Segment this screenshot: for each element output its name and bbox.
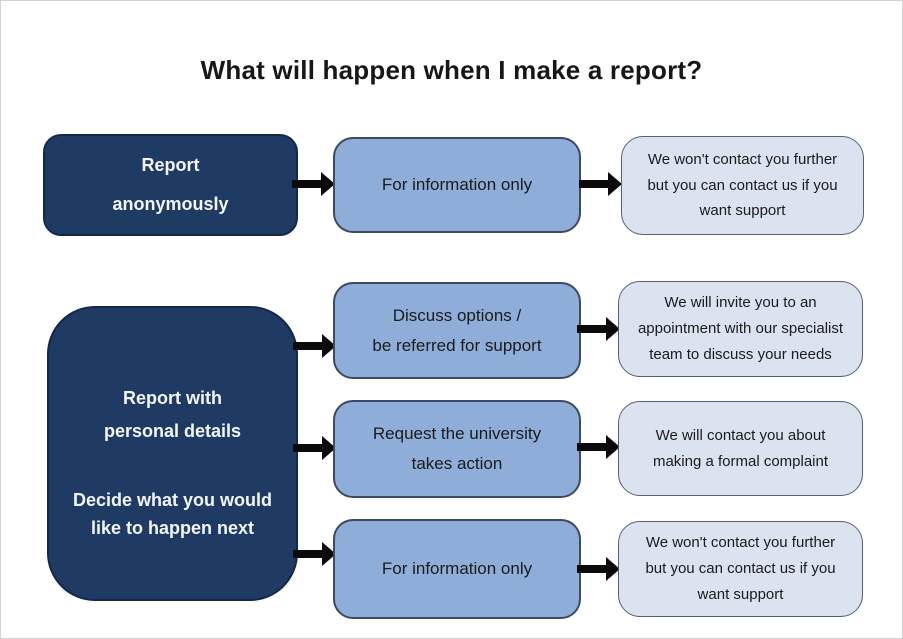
node-report-anonymously: Report anonymously [43,134,298,236]
arrow-right-icon [577,317,620,341]
node-outcome-row2: We will invite you to an appointment wit… [618,281,863,377]
node-outcome-row4-label: We won't contact you further but you can… [645,534,836,603]
arrow-right-icon [292,172,335,196]
arrow-right-icon [579,172,622,196]
node-action-row4: For information only [333,519,581,619]
node-outcome-row4: We won't contact you further but you can… [618,521,863,617]
node-report-personal-details: Report with personal details Decide what… [47,306,298,601]
arrow-right-icon [293,334,336,358]
node-outcome-row1: We won't contact you further but you can… [621,136,864,235]
arrow-right-icon [577,557,620,581]
arrow-right-icon [293,436,336,460]
node-report-anonymously-label: Report anonymously [112,155,229,214]
page-title: What will happen when I make a report? [200,55,703,85]
node-outcome-row2-label: We will invite you to an appointment wit… [637,294,844,363]
node-action-row3: Request the university takes action [333,400,581,498]
node-action-row1-label: For information only [381,175,533,195]
node-action-row4-label: For information only [381,559,533,579]
node-outcome-row1-label: We won't contact you further but you can… [647,150,838,220]
node-action-row2-label: Discuss options / be referred for suppor… [372,305,542,355]
node-action-row2: Discuss options / be referred for suppor… [333,282,581,379]
arrow-right-icon [577,435,620,459]
report-personal-heading: Report with personal details [103,387,242,442]
node-outcome-row3-label: We will contact you about making a forma… [652,426,829,470]
decide-next-text: Decide what you would like to happen nex… [72,489,273,539]
node-outcome-row3: We will contact you about making a forma… [618,401,863,496]
node-action-row3-label: Request the university takes action [372,424,542,473]
node-action-row1: For information only [333,137,581,233]
arrow-right-icon [293,542,336,566]
